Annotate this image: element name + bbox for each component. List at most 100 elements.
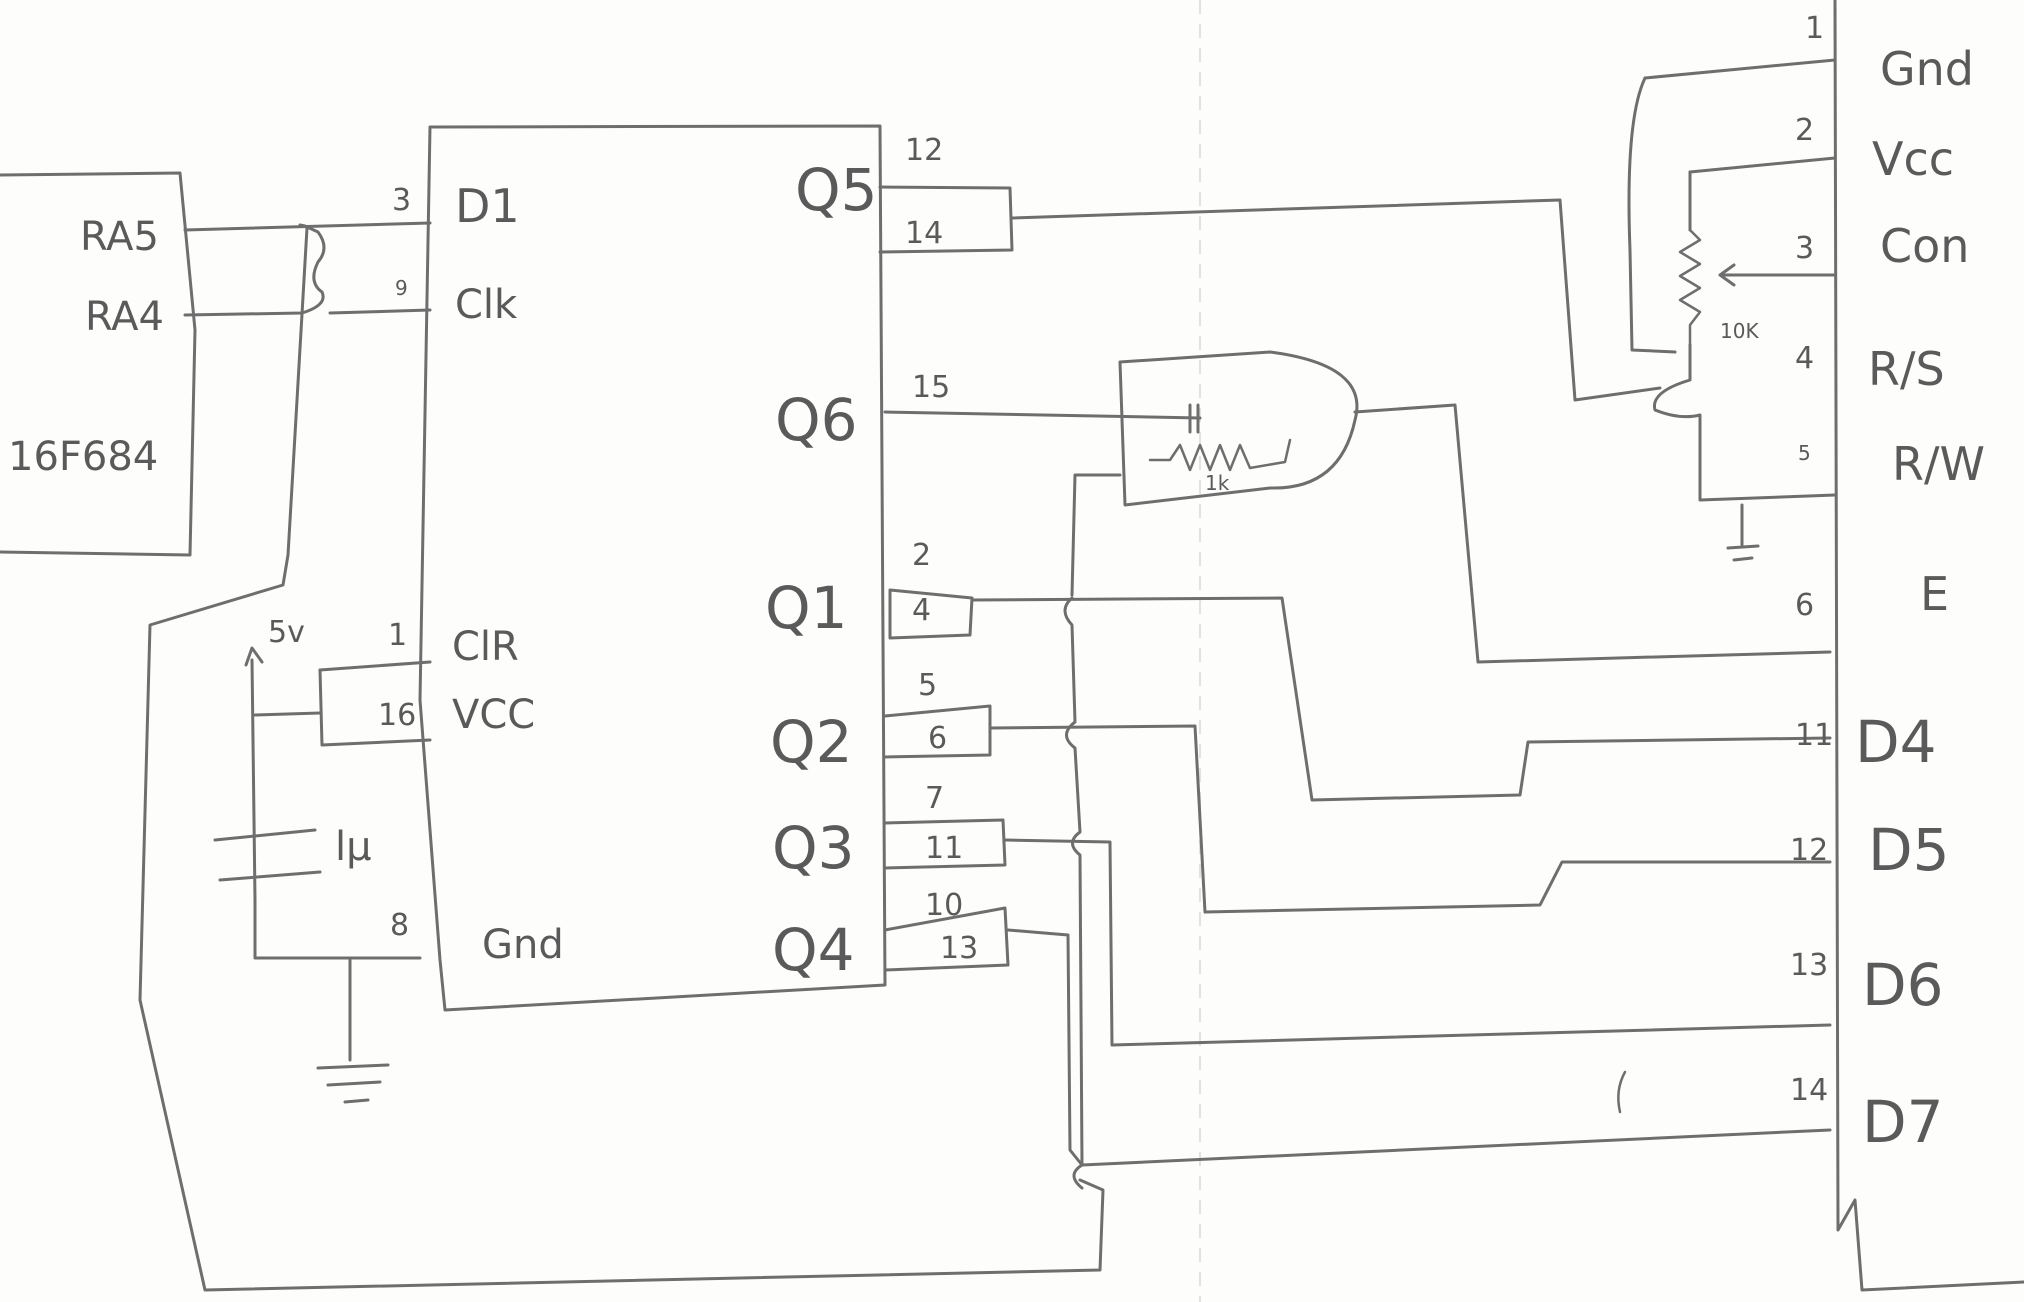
q2-pin-a: 5 xyxy=(918,668,937,703)
pin-gnd-label: Gnd xyxy=(482,922,564,968)
wire-clk xyxy=(328,308,432,315)
lcd-module: 1 Gnd 2 Vcc 3 Con 4 R/S 5 R/W 6 E 11 D4 … xyxy=(1790,0,2024,1292)
pin-clk-label: Clk xyxy=(455,282,518,328)
wire-ra5-loop xyxy=(138,226,1105,1292)
shift-register: 3 D1 9 Clk 1 ClR 16 VCC 8 Gnd Q5 Q6 Q1 Q… xyxy=(378,124,887,1012)
ground-icon-rw xyxy=(1726,503,1760,562)
bus-hops xyxy=(1063,596,1084,1190)
lcd-pin-12-num: 12 xyxy=(1790,833,1828,868)
resistor-label: 1k xyxy=(1205,471,1230,495)
mcu-16f684: RA5 RA4 16F684 xyxy=(0,171,197,557)
lcd-pin-12-label: D5 xyxy=(1868,816,1950,884)
mcu-outline xyxy=(0,171,197,557)
pin-num-vcc: 16 xyxy=(378,698,416,733)
potentiometer-label: 10K xyxy=(1720,319,1759,343)
output-q4-label: Q4 xyxy=(772,916,855,984)
gate-input-marks xyxy=(1188,403,1200,434)
lcd-outline xyxy=(1833,0,2024,1292)
lcd-pin-4-label: R/S xyxy=(1868,342,1945,396)
wire-q4-d7 xyxy=(1006,928,1832,1167)
lcd-pin-2-label: Vcc xyxy=(1872,132,1954,186)
lcd-pin-14-label: D7 xyxy=(1862,1088,1944,1156)
pin-num-clk: 9 xyxy=(395,276,408,300)
q4-tie-box xyxy=(883,906,1010,972)
lcd-pin-13-label: D6 xyxy=(1862,951,1944,1019)
lcd-pin-5-label: R/W xyxy=(1892,437,1985,491)
lcd-pin-11-num: 11 xyxy=(1795,718,1833,753)
lcd-pin-11-label: D4 xyxy=(1855,708,1937,776)
lcd-pin-5-num: 5 xyxy=(1798,441,1811,465)
shift-register-outline xyxy=(418,124,887,1012)
lcd-pin-3-num: 3 xyxy=(1795,231,1814,266)
output-q3-label: Q3 xyxy=(772,814,855,882)
q3-pin-b: 11 xyxy=(925,831,963,866)
contrast-potentiometer: 10K xyxy=(1627,58,1837,562)
pin-num-clr: 1 xyxy=(388,618,407,653)
q5-pin-a: 12 xyxy=(905,133,943,168)
wire-pot-rw xyxy=(1652,343,1837,502)
wire-ra4-clk-hop xyxy=(183,223,326,317)
capacitor-label: lμ xyxy=(335,824,372,870)
wire-lcd-vcc xyxy=(1688,156,1837,174)
ground-icon-bottom xyxy=(343,1098,370,1104)
lcd-pin-14-num: 14 xyxy=(1790,1073,1828,1108)
q1-pin-a: 2 xyxy=(912,538,931,573)
q3-tie-box xyxy=(883,818,1007,870)
supply-arrow-icon xyxy=(244,646,264,667)
stray-pencil-mark xyxy=(1617,1070,1627,1114)
wire-supply-cap xyxy=(250,658,422,960)
lcd-pin-13-num: 13 xyxy=(1790,948,1828,983)
q5-tie-box xyxy=(878,185,1014,254)
q2-pin-b: 6 xyxy=(928,721,947,756)
supply-label: 5v xyxy=(268,615,305,650)
q2-tie-box xyxy=(883,704,992,759)
ground-icon-top xyxy=(316,1063,390,1070)
q4-pin-b: 13 xyxy=(940,931,978,966)
pin-clr-label: ClR xyxy=(452,624,519,670)
potentiometer-wiper-icon xyxy=(1718,263,1837,287)
wire-q5-rs xyxy=(1010,198,1662,402)
output-q5-label: Q5 xyxy=(795,156,878,224)
wire-clr-vcc-tie xyxy=(318,668,432,747)
mcu-pin-ra5-label: RA5 xyxy=(80,214,159,260)
wire-pot-gnd xyxy=(1627,76,1677,354)
wire-supply-vcc xyxy=(253,711,322,717)
wire-lcd-gnd xyxy=(1643,58,1837,80)
wire-q2-d5 xyxy=(988,724,1832,914)
output-q2-label: Q2 xyxy=(770,708,853,776)
lcd-pin-1-label: Gnd xyxy=(1880,42,1974,96)
and-gate-body xyxy=(1118,350,1359,507)
q1-pin-b: 4 xyxy=(912,593,931,628)
potentiometer-icon xyxy=(1678,228,1702,347)
wire-gate-in-bus xyxy=(1070,473,1122,597)
wire-clr xyxy=(318,660,432,672)
mcu-part-label: 16F684 xyxy=(8,434,158,480)
wire-q6-gate xyxy=(883,410,1202,420)
lcd-pin-6-num: 6 xyxy=(1795,588,1814,623)
lcd-pin-4-num: 4 xyxy=(1795,341,1814,376)
mcu-pin-ra4-label: RA4 xyxy=(85,294,164,340)
pin-vcc-label: VCC xyxy=(452,692,535,738)
capacitor-plate-bottom xyxy=(218,870,322,882)
lcd-pin-2-num: 2 xyxy=(1795,113,1814,148)
resistor-1k-icon xyxy=(1148,438,1292,472)
ground-icon-mid xyxy=(326,1080,382,1087)
q5-pin-b: 14 xyxy=(905,216,943,251)
pin-d1-label: D1 xyxy=(455,179,520,233)
wire-gate-e xyxy=(1353,403,1832,664)
lcd-pin-6-label: E xyxy=(1920,567,1949,621)
wire-q3-d6 xyxy=(1003,838,1832,1047)
wire-q1-d4 xyxy=(970,596,1832,802)
q1-tie-box xyxy=(888,588,974,640)
pin-num-d1: 3 xyxy=(392,183,411,218)
q3-pin-a: 7 xyxy=(925,781,944,816)
and-gate: 1k xyxy=(883,350,1832,664)
lcd-pin-1-num: 1 xyxy=(1805,11,1824,46)
output-q1-label: Q1 xyxy=(765,574,848,642)
capacitor-plate-top xyxy=(213,828,317,842)
q6-pin: 15 xyxy=(912,370,950,405)
lcd-pin-3-label: Con xyxy=(1880,219,1969,273)
output-q6-label: Q6 xyxy=(775,386,858,454)
